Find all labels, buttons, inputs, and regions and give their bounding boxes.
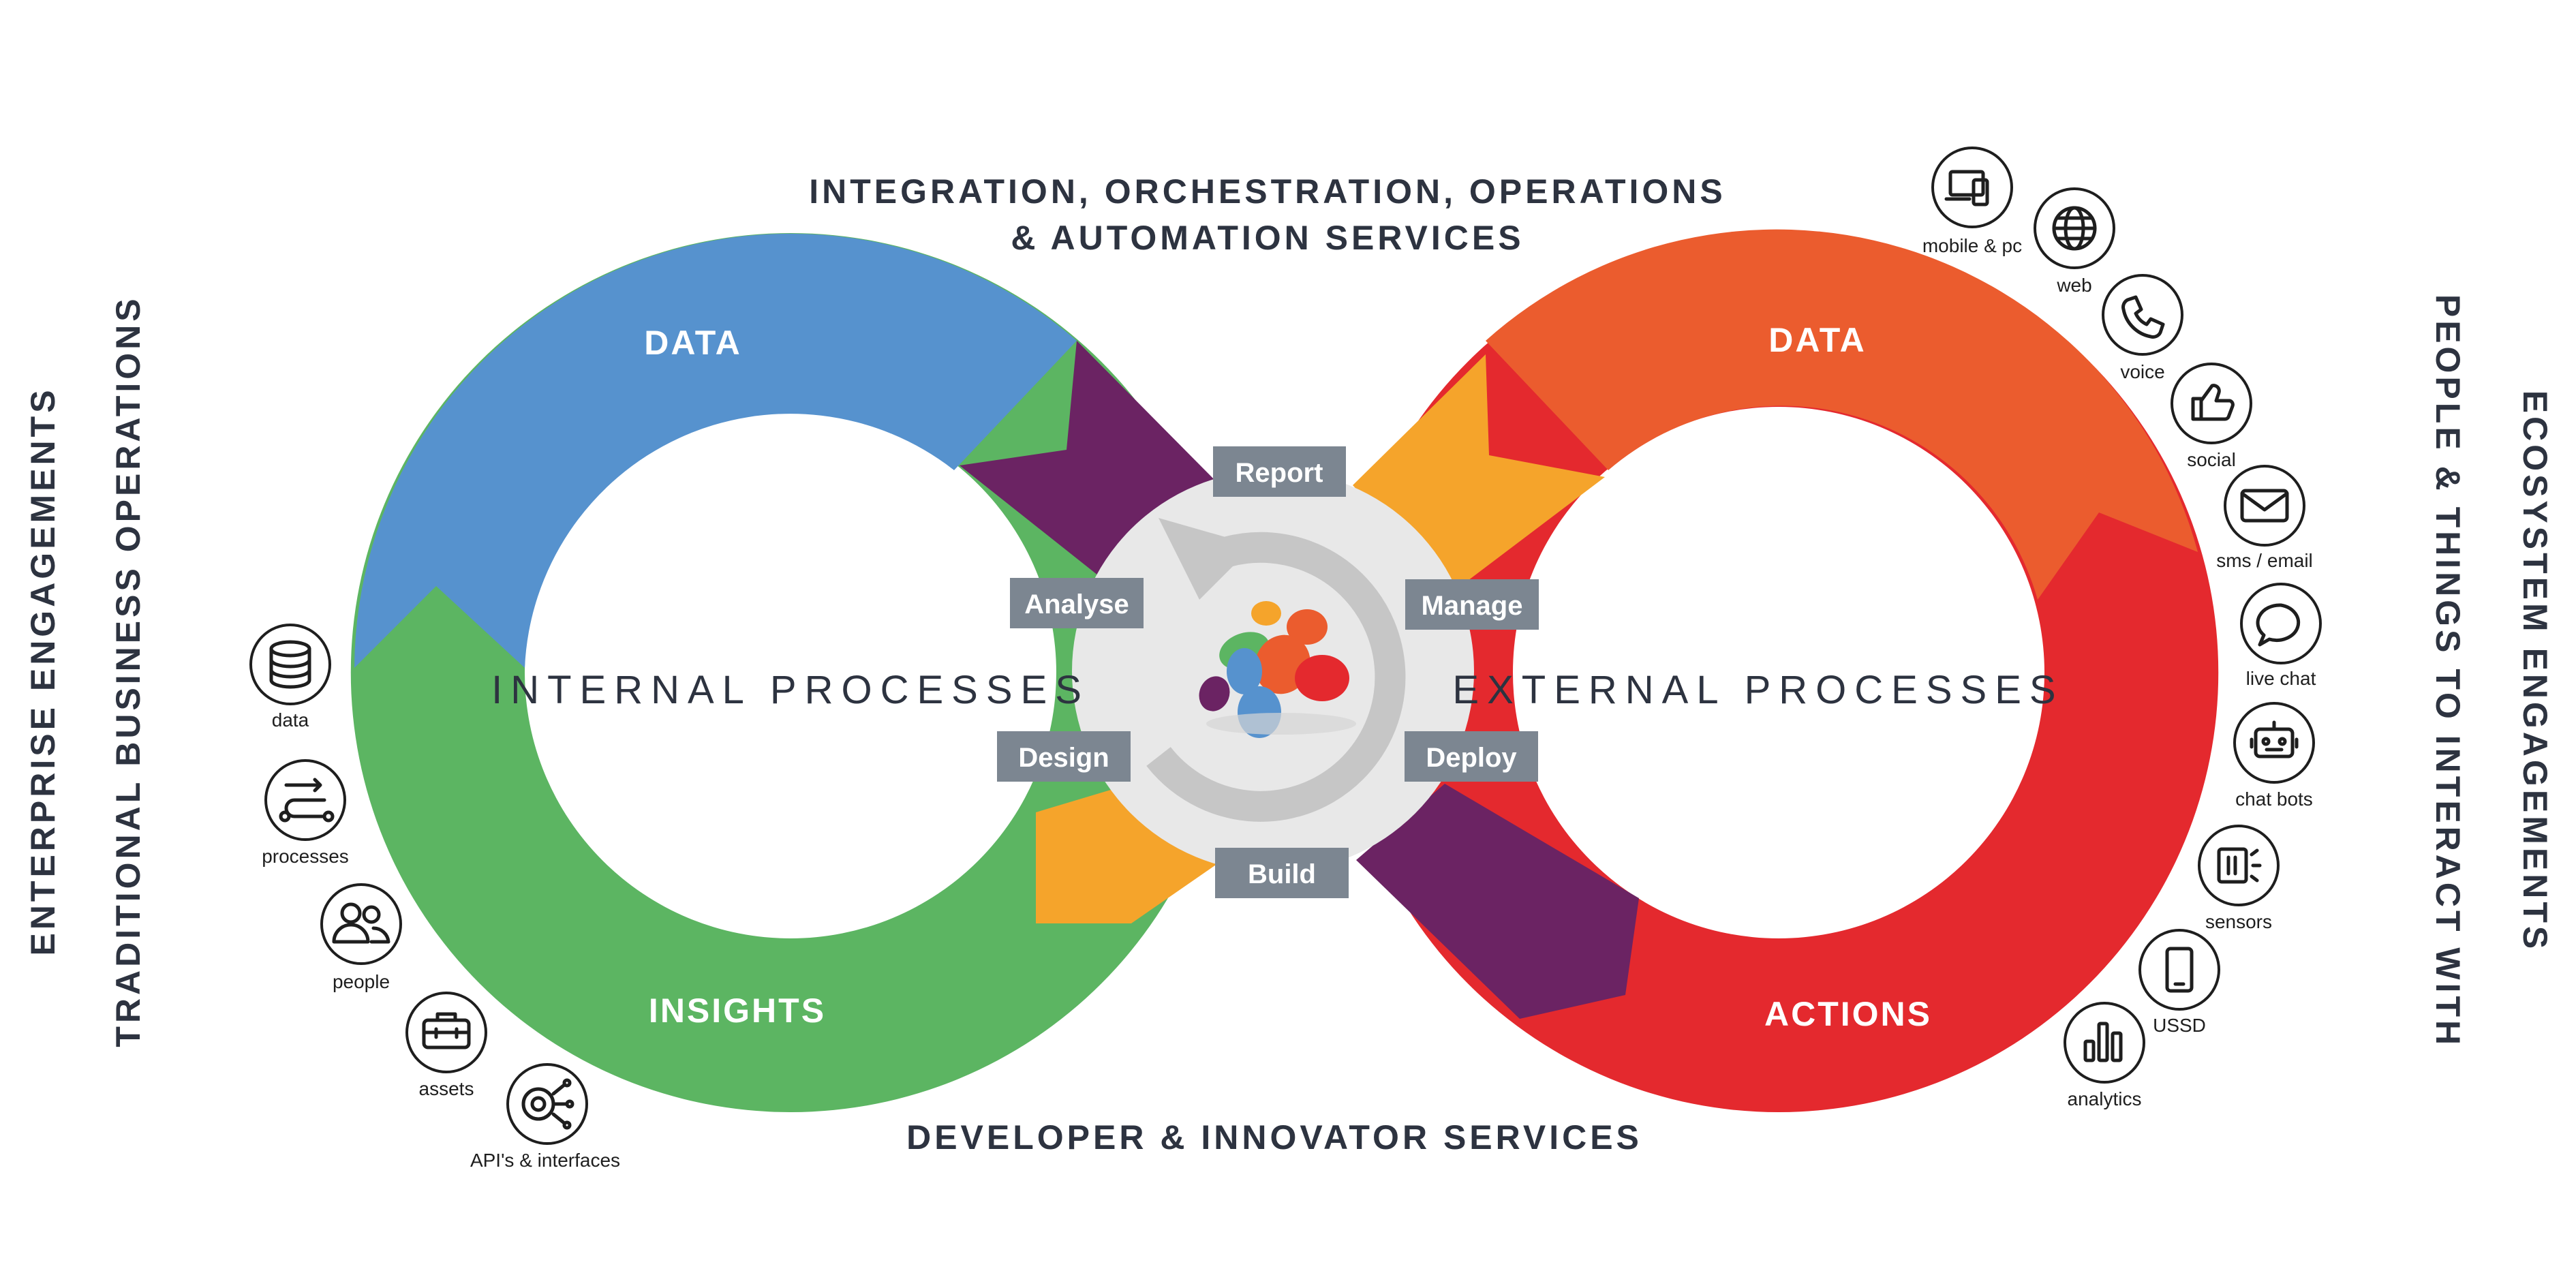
- right-icon-item: web: [2034, 187, 2115, 296]
- left-data-label: DATA: [644, 324, 741, 362]
- people-icon: [332, 902, 390, 944]
- step-analyse: Analyse: [1010, 578, 1144, 628]
- step-manage-label: Manage: [1422, 591, 1523, 621]
- left-icon-label: data: [272, 709, 309, 731]
- right-icon-item: social: [2171, 363, 2252, 470]
- central-hub: [1072, 470, 1474, 872]
- mobile-icon: [2165, 947, 2194, 993]
- right-icon-item: analytics: [2064, 1002, 2145, 1109]
- right-icon-label: sensors: [2205, 911, 2272, 932]
- refresh-arrow-icon: [1146, 532, 1406, 822]
- left-icon-item: processes: [262, 759, 349, 867]
- right-loop: [1338, 229, 2219, 1113]
- step-design: Design: [997, 731, 1131, 782]
- right-icon-label: live chat: [2246, 668, 2316, 689]
- left-inner-heading: TRADITIONAL BUSINESS OPERATIONS: [109, 295, 147, 1047]
- sensor-icon: [2217, 847, 2262, 884]
- left-loop-data-segment: [354, 233, 1077, 668]
- step-design-label: Design: [1018, 743, 1109, 773]
- right-icon-item: mobile & pc: [1922, 147, 2022, 256]
- bottom-heading: DEVELOPER & INNOVATOR SERVICES: [906, 1118, 1642, 1156]
- step-report: Report: [1213, 446, 1346, 497]
- step-analyse-label: Analyse: [1024, 589, 1129, 619]
- bar-chart-icon: [2083, 1022, 2123, 1062]
- right-icon-label: web: [2056, 275, 2091, 296]
- left-loop: [350, 232, 1231, 1113]
- left-icon-item: assets: [405, 992, 487, 1099]
- step-manage: Manage: [1405, 579, 1539, 630]
- right-inner-heading: PEOPLE & THINGS TO INTERACT WITH: [2429, 294, 2467, 1048]
- step-deploy: Deploy: [1405, 731, 1538, 782]
- top-heading-line2: & AUTOMATION SERVICES: [1011, 219, 1524, 257]
- right-actions-label: ACTIONS: [1764, 995, 1932, 1033]
- left-icon-label: people: [333, 971, 390, 992]
- chat-bubble-icon: [2256, 603, 2301, 647]
- step-build: Build: [1215, 848, 1349, 898]
- left-icon-item: data: [249, 624, 331, 731]
- toolbox-icon: [422, 1012, 471, 1049]
- right-data-label: DATA: [1768, 321, 1866, 359]
- right-outer-heading: ECOSYSTEM ENGAGEMENTS: [2516, 390, 2554, 953]
- right-icon-label: social: [2187, 449, 2236, 470]
- gear-network-icon: [521, 1078, 574, 1130]
- left-icon-label: processes: [262, 846, 349, 867]
- right-icon-item: live chat: [2240, 583, 2322, 689]
- right-icon-item: chat bots: [2233, 702, 2315, 810]
- internal-processes-label: INTERNAL PROCESSES: [491, 668, 1090, 712]
- logo: [1199, 601, 1356, 738]
- right-icon-label: sms / email: [2216, 550, 2313, 571]
- left-icon-label: assets: [419, 1078, 474, 1099]
- top-heading-line1: INTEGRATION, ORCHESTRATION, OPERATIONS: [809, 172, 1726, 211]
- left-icon-item: people: [320, 883, 402, 992]
- left-icon-label: API's & interfaces: [470, 1150, 620, 1171]
- left-icon-list: data processes people: [249, 624, 620, 1171]
- envelope-icon: [2240, 489, 2289, 523]
- right-icon-label: voice: [2120, 361, 2164, 382]
- right-icon-item: USSD: [2138, 929, 2220, 1036]
- external-processes-label: EXTERNAL PROCESSES: [1452, 668, 2064, 712]
- step-deploy-label: Deploy: [1426, 743, 1517, 773]
- step-report-label: Report: [1236, 458, 1323, 488]
- processes-icon: [279, 778, 335, 823]
- right-loop-data-segment: [1486, 229, 2198, 600]
- left-insights-label: INSIGHTS: [649, 992, 826, 1030]
- devices-icon: [1944, 170, 1989, 206]
- step-build-label: Build: [1248, 859, 1316, 889]
- right-icon-label: chat bots: [2235, 788, 2313, 810]
- right-icon-label: analytics: [2068, 1088, 2142, 1109]
- right-icon-list: mobile & pc web voice: [1922, 147, 2322, 1109]
- left-loop-orange-arrow: [1036, 784, 1220, 923]
- right-icon-item: voice: [2102, 274, 2183, 382]
- right-loop-purple-arrow: [1356, 784, 1639, 1019]
- right-icon-label: USSD: [2153, 1015, 2206, 1036]
- left-outer-heading: ENTERPRISE ENGAGEMENTS: [24, 386, 62, 955]
- robot-icon: [2250, 720, 2299, 758]
- globe-icon: [2052, 206, 2097, 251]
- right-icon-item: sms / email: [2216, 465, 2313, 571]
- left-icon-item: API's & interfaces: [470, 1063, 620, 1171]
- database-icon: [269, 640, 311, 689]
- right-icon-label: mobile & pc: [1922, 235, 2022, 256]
- phone-icon: [2121, 295, 2165, 339]
- right-icon-item: sensors: [2198, 825, 2280, 932]
- thumbs-up-icon: [2191, 384, 2235, 421]
